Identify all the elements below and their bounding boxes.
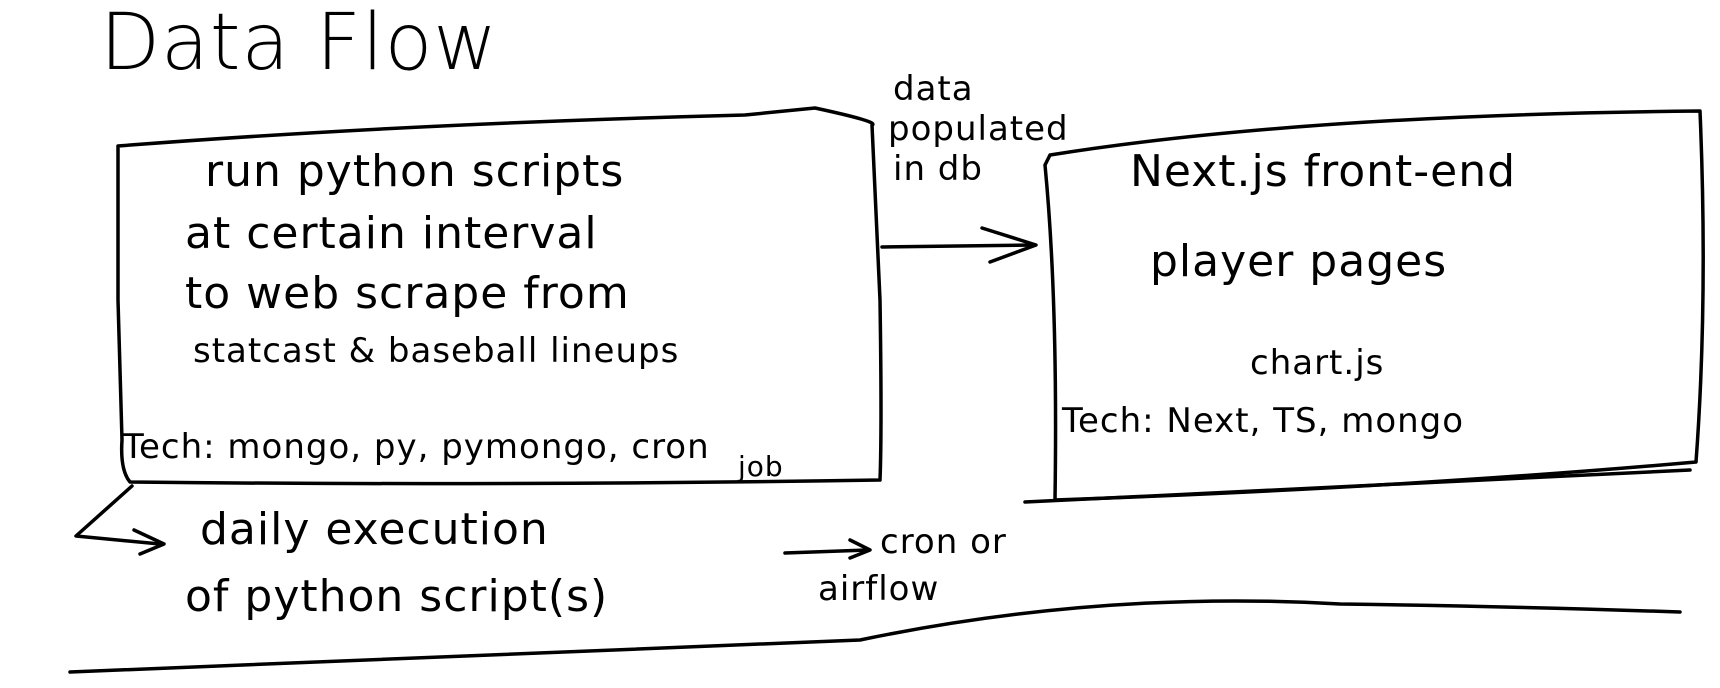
arrow-label-line-2: populated <box>888 109 1069 149</box>
bottom-connector-head <box>132 528 166 556</box>
bottom-note-line-1: cron or <box>880 522 1007 562</box>
left-box-outline <box>116 106 883 486</box>
left-box-line-1: run python scripts <box>205 146 625 197</box>
right-box-line-1: Next.js front-end <box>1130 146 1517 197</box>
bottom-line-1: daily execution <box>200 504 549 555</box>
left-box-line-4: statcast & baseball lineups <box>193 331 680 371</box>
left-box-tech-cont: job <box>738 450 784 483</box>
arrow-head <box>980 226 1038 264</box>
cron-arrow-head <box>848 538 872 560</box>
bottom-connector <box>74 484 162 546</box>
cron-arrow-shaft <box>783 548 870 555</box>
bottom-line-2: of python script(s) <box>185 571 609 622</box>
page-title: Data Flow <box>100 0 499 88</box>
arrow-shaft <box>880 243 1037 249</box>
right-box-outline <box>1043 109 1705 502</box>
left-box-tech: Tech: mongo, py, pymongo, cron <box>123 427 710 467</box>
arrow-label-line-3: in db <box>893 149 983 189</box>
left-box-line-3: to web scrape from <box>185 268 630 319</box>
right-box-line-2: player pages <box>1150 236 1448 287</box>
bottom-note-line-2: airflow <box>818 569 940 609</box>
right-box-tech: Tech: Next, TS, mongo <box>1062 401 1465 441</box>
bottom-separator <box>68 599 1682 674</box>
left-box-line-2: at certain interval <box>185 208 598 259</box>
arrow-label-line-1: data <box>893 69 974 109</box>
right-box-underline <box>1023 468 1692 504</box>
right-box-line-3: chart.js <box>1250 343 1385 383</box>
